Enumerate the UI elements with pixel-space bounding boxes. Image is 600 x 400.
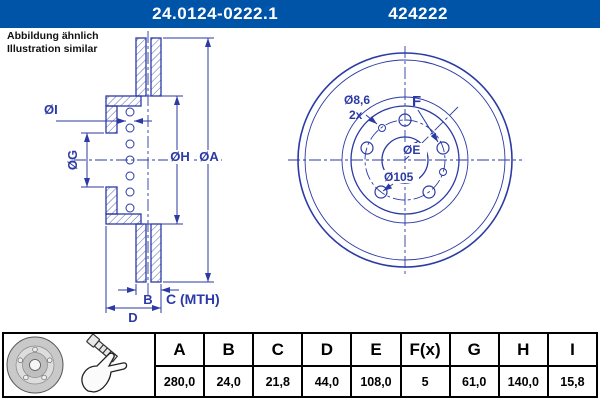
section-bolt-holes	[125, 107, 135, 213]
col-header-g: G	[448, 334, 498, 365]
icon-cell	[4, 334, 154, 396]
note-line-en: Illustration similar	[7, 43, 98, 56]
order-number: 424222	[388, 4, 448, 23]
locating-holes	[378, 124, 447, 176]
label-mask	[401, 143, 427, 156]
value-g: 61,0	[448, 365, 498, 396]
spec-table: A B C D E F(x) G H I 280,0 24,0 21,8 44,…	[2, 332, 598, 398]
col-header-i: I	[546, 334, 596, 365]
value-f: 5	[399, 365, 449, 396]
ring-plate	[150, 37, 162, 97]
front-label-hole-dia: Ø8,6	[344, 93, 370, 107]
dim-label-a: ØA	[199, 149, 219, 164]
section-view: ØI ØG ØH ØA B C (MTH) D	[44, 31, 222, 325]
label-mask	[168, 150, 192, 164]
hat-edge-circle	[350, 105, 460, 215]
note-line-de: Abbildung ähnlich	[7, 30, 99, 42]
front-label-f: F	[412, 93, 421, 110]
part-number: 24.0124-0222.1	[152, 4, 279, 23]
dim-label-d: D	[128, 310, 137, 325]
chamfer-circle	[304, 59, 506, 261]
illustration-note: Abbildung ähnlich Illustration similar	[7, 30, 99, 56]
hat-top-wall	[105, 95, 142, 107]
dim-label-i: ØI	[44, 102, 58, 117]
value-d: 44,0	[301, 365, 351, 396]
value-h: 140,0	[497, 365, 547, 396]
ring-plate	[135, 223, 147, 283]
value-a: 280,0	[154, 365, 204, 396]
front-label-bolt-circle: Ø105	[384, 170, 414, 184]
hat-face-lower	[105, 186, 118, 215]
brake-disc-icon	[6, 336, 64, 394]
col-header-d: D	[301, 334, 350, 365]
section-dimensions	[56, 37, 214, 313]
value-e: 108,0	[350, 365, 400, 396]
front-view: Ø8,6 2x F ØE Ø105	[288, 46, 522, 276]
dim-label-g: ØG	[65, 150, 80, 170]
bolt-circle	[364, 119, 446, 201]
dim-label-h: ØH	[170, 149, 190, 164]
label-mask	[197, 150, 221, 164]
front-bolt-holes	[360, 113, 450, 199]
value-b: 24,0	[203, 365, 253, 396]
col-header-h: H	[497, 334, 547, 365]
icon-graphics	[6, 334, 128, 394]
hat-bottom-wall	[105, 213, 142, 225]
col-header-a: A	[154, 334, 203, 365]
dim-label-b: B	[143, 292, 152, 307]
hat-face-upper	[105, 105, 118, 134]
value-i: 15,8	[546, 365, 596, 396]
col-header-e: E	[350, 334, 399, 365]
dim-label-c: C (MTH)	[166, 291, 220, 307]
front-label-e: ØE	[403, 143, 420, 157]
hat-fillet-circle	[341, 96, 469, 224]
hand-icon	[81, 352, 128, 393]
col-header-f: F(x)	[399, 334, 449, 365]
value-c: 21,8	[252, 365, 302, 396]
outer-diameter-circle	[297, 52, 513, 268]
header-bar: 24.0124-0222.1 424222	[0, 0, 600, 28]
label-mask	[382, 170, 419, 183]
col-header-c: C	[252, 334, 301, 365]
col-header-b: B	[203, 334, 252, 365]
front-label-hole-count: 2x	[349, 108, 363, 122]
ring-plate	[135, 37, 147, 97]
ring-plate	[150, 223, 162, 283]
technical-drawing: ØI ØG ØH ØA B C (MTH) D	[44, 31, 522, 325]
